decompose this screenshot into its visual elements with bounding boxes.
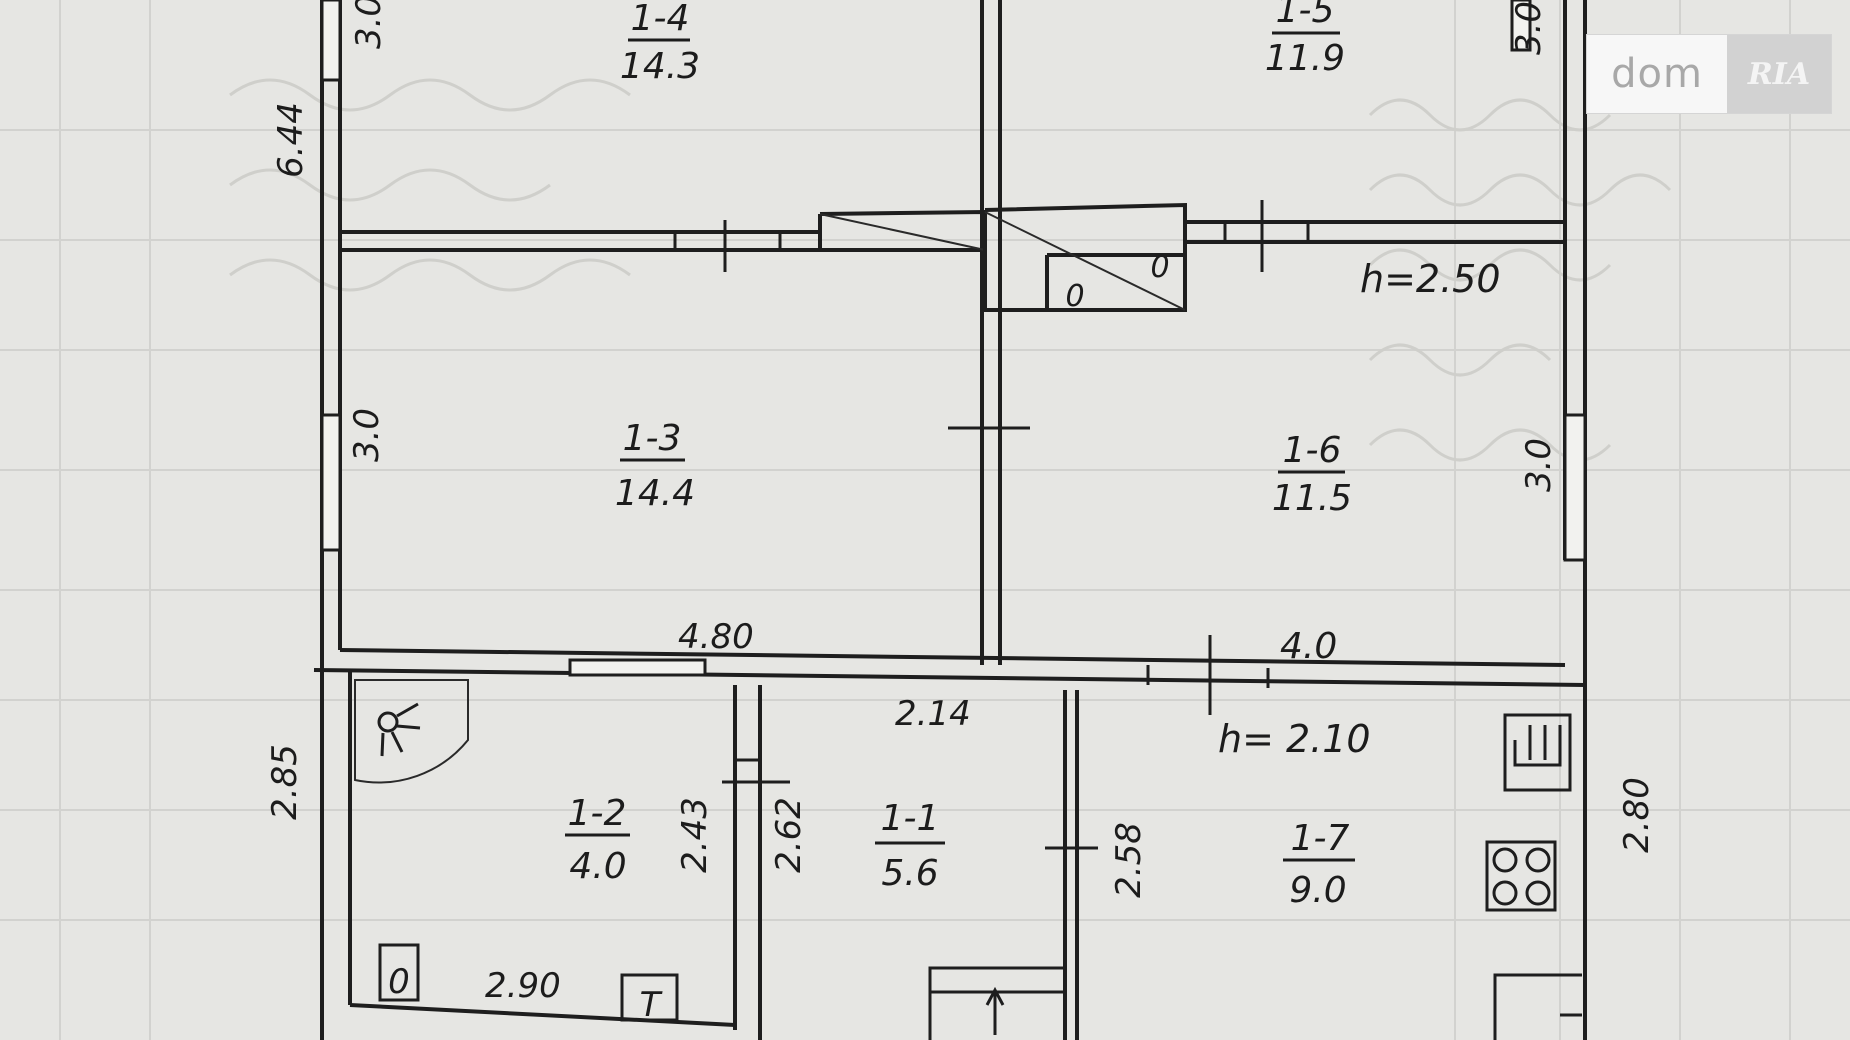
counter	[1493, 973, 1582, 1040]
room-labels: 1-4 14.3 1-5 11.9 1-3 14.4 1-6 11.5 1-2 …	[565, 0, 1355, 911]
boiler-icon: T	[620, 973, 679, 1025]
window-1-5	[1510, 0, 1532, 52]
room-1-6: 1-6 11.5	[1272, 430, 1352, 519]
outlet-c-text: 0	[1150, 250, 1169, 285]
wall-middle-b	[313, 668, 1586, 687]
dim-3-0-top-right: 3.0	[1509, 1, 1549, 55]
toilet-icon: 0	[378, 943, 420, 1002]
dim-3-0-top-left: 3.0	[349, 0, 389, 49]
room-1-5-area: 11.9	[1265, 38, 1345, 79]
room-1-2-id: 1-2	[568, 793, 627, 834]
door-marks	[673, 200, 1310, 850]
window-1-4	[320, 0, 342, 82]
walls	[313, 0, 1587, 1040]
windows	[320, 0, 1587, 677]
outlet-b-text: 0	[1065, 279, 1084, 314]
watermark-logo: dom RIA	[1586, 34, 1832, 114]
window-1-3	[320, 413, 342, 552]
room-1-7: 1-7 9.0	[1283, 818, 1355, 911]
room-1-4-area: 14.3	[620, 46, 700, 87]
dim-2-85: 2.85	[265, 744, 305, 820]
fixture-t-text: T	[640, 985, 663, 1025]
room-1-7-id: 1-7	[1291, 818, 1350, 859]
dim-3-0-left: 3.0	[347, 408, 387, 462]
room-1-2-area: 4.0	[569, 846, 626, 887]
dim-2-14: 2.14	[895, 694, 971, 734]
room-1-3-id: 1-3	[623, 418, 682, 459]
room-1-1-id: 1-1	[881, 798, 940, 839]
ceiling-height-upper: h=2.50	[1360, 257, 1501, 301]
wall-room2-south	[349, 1003, 736, 1027]
watermark-ria-text: RIA	[1727, 35, 1831, 113]
dim-4-0: 4.0	[1280, 626, 1337, 667]
wall-middle-a	[339, 648, 1566, 667]
room-1-6-area: 11.5	[1272, 478, 1352, 519]
watermark-dom-text: dom	[1611, 51, 1703, 97]
room-1-6-id: 1-6	[1283, 430, 1342, 471]
room-1-5-id: 1-5	[1276, 0, 1335, 31]
window-1-6	[1563, 413, 1587, 562]
dim-6-44: 6.44	[271, 102, 311, 178]
room-1-1: 1-1 5.6	[875, 798, 945, 894]
chimney-block	[818, 202, 1187, 312]
dim-2-58: 2.58	[1109, 822, 1149, 898]
ceiling-height-lower: h= 2.10	[1218, 717, 1371, 761]
room-1-3: 1-3 14.4	[615, 418, 695, 514]
dim-2-43: 2.43	[675, 797, 715, 873]
stove-icon	[1485, 840, 1557, 912]
room-1-3-area: 14.4	[615, 473, 695, 514]
shower-head-icon	[377, 702, 421, 757]
room-1-4: 1-4 14.3	[620, 0, 700, 87]
dim-2-80: 2.80	[1617, 777, 1657, 853]
entry-steps	[928, 966, 1065, 1040]
room-1-2: 1-2 4.0	[565, 793, 630, 887]
dim-4-80: 4.80	[678, 617, 754, 657]
room-1-7-area: 9.0	[1289, 870, 1346, 911]
dim-3-0-right: 3.0	[1519, 438, 1559, 492]
room-1-4-id: 1-4	[631, 0, 690, 39]
window-corridor	[568, 658, 707, 677]
outlet-a-text: 0	[388, 962, 410, 1002]
room-1-5: 1-5 11.9	[1265, 0, 1345, 79]
dim-2-62: 2.62	[769, 797, 809, 873]
sink-icon	[1503, 713, 1572, 792]
room-1-1-area: 5.6	[881, 853, 938, 894]
dim-2-90: 2.90	[485, 966, 561, 1006]
shower-fixture	[354, 679, 469, 784]
